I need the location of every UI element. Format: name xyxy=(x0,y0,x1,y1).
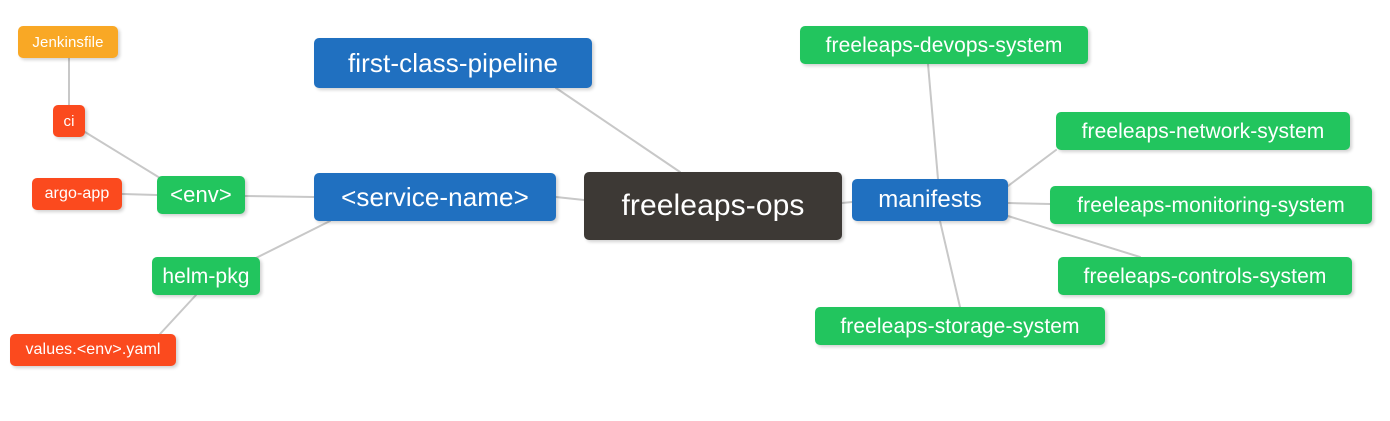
edge-service-name-to-freeleaps-ops xyxy=(555,196,585,201)
node-label-values-env-yaml: values.<env>.yaml xyxy=(25,341,161,358)
node-label-env: <env> xyxy=(170,182,232,207)
node-values-env-yaml[interactable]: values.<env>.yaml xyxy=(10,334,176,366)
node-service-name[interactable]: <service-name> xyxy=(314,173,556,221)
node-label-freeleaps-network-system: freeleaps-network-system xyxy=(1081,119,1325,143)
node-freeleaps-devops-system[interactable]: freeleaps-devops-system xyxy=(800,26,1088,64)
node-label-manifests: manifests xyxy=(878,186,982,213)
node-argo-app[interactable]: argo-app xyxy=(32,178,122,210)
node-freeleaps-network-system[interactable]: freeleaps-network-system xyxy=(1056,112,1350,150)
edge-argo-app-to-env xyxy=(121,193,158,196)
edge-freeleaps-ops-to-manifests xyxy=(841,201,853,204)
edge-manifests-to-freeleaps-network-system xyxy=(1007,149,1057,187)
edge-manifests-to-freeleaps-monitoring-system xyxy=(1007,202,1051,205)
node-freeleaps-storage-system[interactable]: freeleaps-storage-system xyxy=(815,307,1105,345)
node-ci[interactable]: ci xyxy=(53,105,85,137)
edge-manifests-to-freeleaps-devops-system xyxy=(927,63,939,180)
node-label-freeleaps-controls-system: freeleaps-controls-system xyxy=(1083,264,1327,288)
edge-env-to-service-name xyxy=(244,195,315,198)
node-label-argo-app: argo-app xyxy=(44,185,110,202)
edge-first-class-pipeline-to-freeleaps-ops xyxy=(555,87,681,173)
node-freeleaps-monitoring-system[interactable]: freeleaps-monitoring-system xyxy=(1050,186,1372,224)
node-env[interactable]: <env> xyxy=(157,176,245,214)
node-first-class-pipeline[interactable]: first-class-pipeline xyxy=(314,38,592,88)
node-label-service-name: <service-name> xyxy=(341,182,529,212)
node-label-freeleaps-ops: freeleaps-ops xyxy=(621,189,805,222)
node-label-jenkinsfile: Jenkinsfile xyxy=(32,33,104,51)
node-label-freeleaps-monitoring-system: freeleaps-monitoring-system xyxy=(1077,193,1345,217)
edge-helm-pkg-to-service-name xyxy=(253,220,331,260)
node-helm-pkg[interactable]: helm-pkg xyxy=(152,257,260,295)
node-jenkinsfile[interactable]: Jenkinsfile xyxy=(18,26,118,58)
node-label-helm-pkg: helm-pkg xyxy=(162,264,250,288)
edge-ci-to-env xyxy=(84,131,161,179)
node-manifests[interactable]: manifests xyxy=(852,179,1008,221)
node-freeleaps-controls-system[interactable]: freeleaps-controls-system xyxy=(1058,257,1352,295)
node-label-freeleaps-storage-system: freeleaps-storage-system xyxy=(840,314,1080,338)
node-label-ci: ci xyxy=(63,112,75,130)
node-freeleaps-ops[interactable]: freeleaps-ops xyxy=(584,172,842,240)
edge-values-env-yaml-to-helm-pkg xyxy=(159,294,197,335)
node-label-first-class-pipeline: first-class-pipeline xyxy=(347,48,559,78)
edge-manifests-to-freeleaps-storage-system xyxy=(939,220,961,308)
node-label-freeleaps-devops-system: freeleaps-devops-system xyxy=(825,33,1063,57)
